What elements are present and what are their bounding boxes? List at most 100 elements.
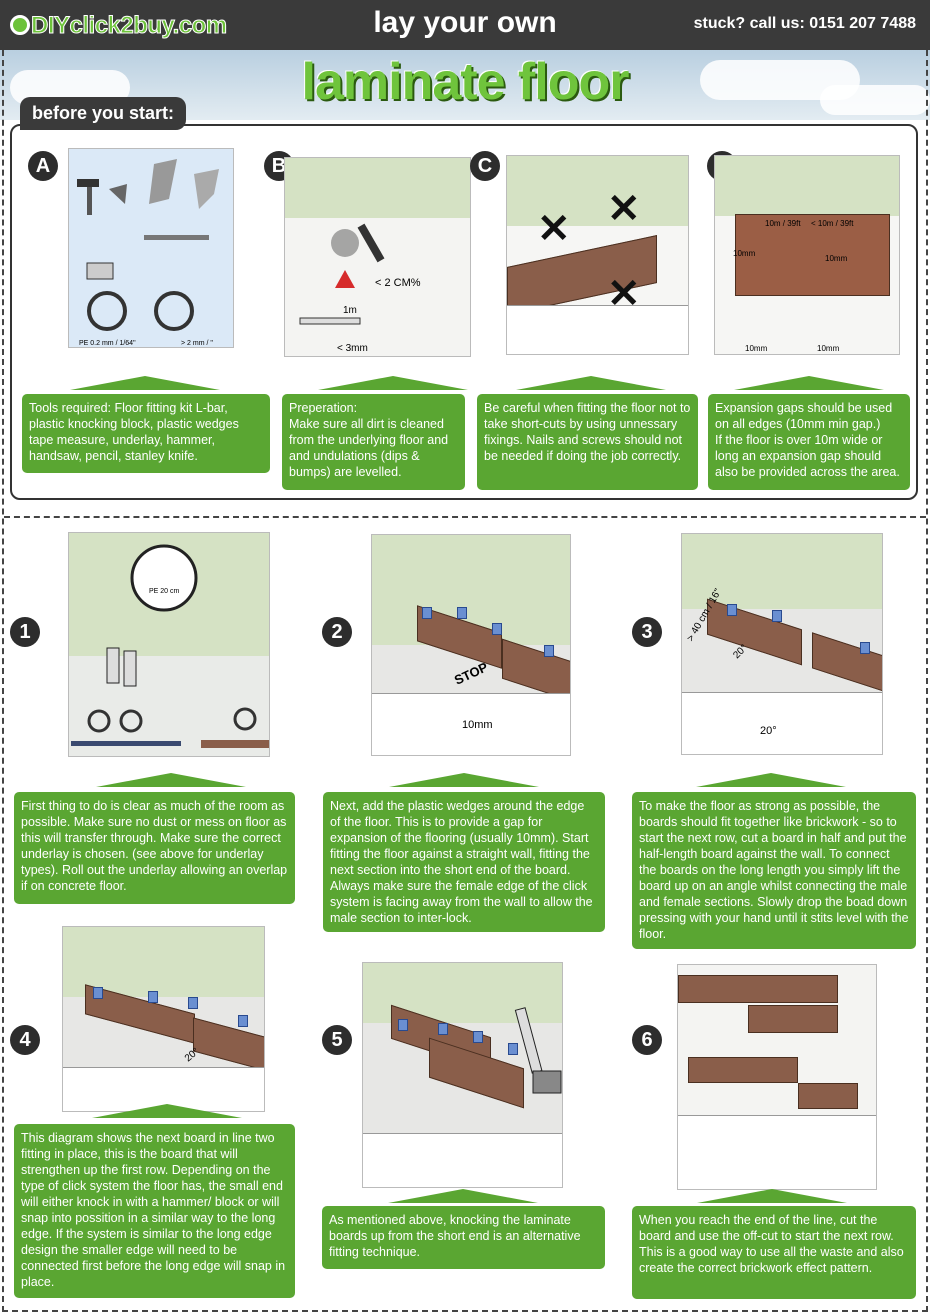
detail-panel <box>63 1066 264 1111</box>
callout-pointer <box>734 376 884 390</box>
cross-icon: ✕ <box>607 187 641 231</box>
callout-pointer <box>516 376 666 390</box>
step-2-labels: STOP <box>452 659 491 688</box>
wedge-icon <box>772 610 782 622</box>
logo-text: DIYclick2buy.com <box>31 12 228 40</box>
dust-icon <box>331 229 359 257</box>
wall <box>63 927 264 997</box>
spiral-icon <box>87 709 111 733</box>
spiral-icon <box>233 707 257 731</box>
illus-step-3: > 40 cm / 16" 20° 20° <box>681 533 883 755</box>
expansion-drawing: 10m / 39ft < 10m / 39ft 10mm 10mm 10mm 1… <box>733 219 854 353</box>
illus-preparation: < 2 CM% 1m < 3mm <box>284 157 471 357</box>
callout-a: Tools required: Floor fitting kit L-bar,… <box>22 394 270 473</box>
label-10mm: 10mm <box>462 719 493 732</box>
label-10m-b: < 10m / 39ft <box>811 219 854 228</box>
step-badge-6: 6 <box>632 1025 662 1055</box>
callout-step-5: As mentioned above, knocking the laminat… <box>322 1206 605 1269</box>
page-headline: laminate floor <box>301 53 630 111</box>
tools-drawing: PE 0.2 mm / 1/64" > 2 mm / " <box>77 159 219 347</box>
label-10mm: 10mm <box>817 344 840 353</box>
callout-b: Preperation: Make sure all dirt is clean… <box>282 394 465 490</box>
concrete-layer <box>71 741 181 746</box>
hammer-icon <box>514 1007 543 1074</box>
wedge-icon <box>148 991 158 1003</box>
wedge-icon <box>438 1023 448 1035</box>
spiral-icon <box>119 709 143 733</box>
illus-step-1: PE 20 cm <box>68 532 270 757</box>
detail-panel: 10mm <box>372 693 570 755</box>
logo-circle-icon <box>10 15 30 35</box>
wall <box>682 534 882 609</box>
wedge-icon <box>727 604 737 616</box>
illus-step-4: 20° <box>62 926 265 1112</box>
label-10m: 10m / 39ft <box>765 219 801 228</box>
label-pe20: PE 20 cm <box>149 588 180 595</box>
step-badge-3: 3 <box>632 617 662 647</box>
roll-icon <box>123 650 137 687</box>
saw-icon <box>149 159 177 204</box>
wedge-icon <box>188 997 198 1009</box>
label-humidity: < 2 CM% <box>375 277 421 289</box>
callout-d: Expansion gaps should be used on all edg… <box>708 394 910 490</box>
callout-pointer <box>92 1104 242 1118</box>
wedge-icon <box>544 645 554 657</box>
detail-panel <box>363 1133 562 1187</box>
illus-expansion: 10m / 39ft < 10m / 39ft 10mm 10mm 10mm 1… <box>714 155 900 355</box>
tape-measure-icon <box>144 235 209 240</box>
step-badge-5: 5 <box>322 1025 352 1055</box>
wall <box>507 156 688 226</box>
callout-pointer <box>696 773 846 787</box>
wedge-icon <box>473 1031 483 1043</box>
callout-pointer <box>697 1189 847 1203</box>
floor <box>69 656 269 756</box>
illus-step-5 <box>362 962 563 1188</box>
site-logo[interactable]: DIYclick2buy.com <box>10 12 228 40</box>
detail-panel <box>678 1115 876 1189</box>
header-bar: DIYclick2buy.com lay your own stuck? cal… <box>0 0 930 50</box>
callout-step-6: When you reach the end of the line, cut … <box>632 1206 916 1299</box>
illus-step-6 <box>677 964 877 1190</box>
section-label-before: before you start: <box>20 97 187 130</box>
step-badge-4: 4 <box>10 1025 40 1055</box>
section-divider <box>4 516 926 518</box>
label-40cm: > 40 cm / 16" <box>685 587 724 644</box>
label-10mm: 10mm <box>733 249 756 258</box>
hammer-drawing <box>514 1007 562 1094</box>
detail-panel <box>507 304 688 354</box>
callout-pointer <box>96 773 246 787</box>
callout-c: Be careful when fitting the floor not to… <box>477 394 698 490</box>
wedge-icon <box>492 623 502 635</box>
callout-step-3: To make the floor as strong as possible,… <box>632 792 916 949</box>
floor-board <box>748 1005 838 1033</box>
illus-tools: PE 0.2 mm / 1/64" > 2 mm / " <box>68 148 234 348</box>
badge-a: A <box>28 151 58 181</box>
brush-icon <box>357 223 385 263</box>
knocking-block-icon <box>86 262 114 280</box>
label-3mm: < 3mm <box>337 343 368 354</box>
floor-board <box>688 1057 798 1083</box>
warning-icon <box>335 270 355 288</box>
ruler-icon <box>299 317 361 325</box>
callout-pointer <box>389 773 539 787</box>
callout-pointer <box>388 1189 538 1203</box>
wedge-icon <box>457 607 467 619</box>
label-20deg: 20° <box>760 725 777 738</box>
underlay-roll-icon <box>154 291 194 331</box>
floor-board <box>678 975 838 1003</box>
magnifier-icon <box>130 544 198 612</box>
header-title: lay your own <box>373 6 557 39</box>
callout-pointer <box>70 376 220 390</box>
detail-panel: 20° <box>682 692 882 754</box>
label-1m: 1m <box>343 305 357 316</box>
floor-area <box>735 214 890 296</box>
label-gt: > 2 mm / " <box>181 340 213 347</box>
hammer-icon <box>77 179 99 187</box>
page-frame <box>2 50 928 1312</box>
label-10mm: 10mm <box>825 254 848 263</box>
wedge-icon <box>422 607 432 619</box>
wedge-icon <box>238 1015 248 1027</box>
label-pe: PE 0.2 mm / 1/64" <box>79 340 136 347</box>
label-stop: STOP <box>452 659 491 688</box>
step-3-labels: > 40 cm / 16" 20° <box>685 587 750 661</box>
